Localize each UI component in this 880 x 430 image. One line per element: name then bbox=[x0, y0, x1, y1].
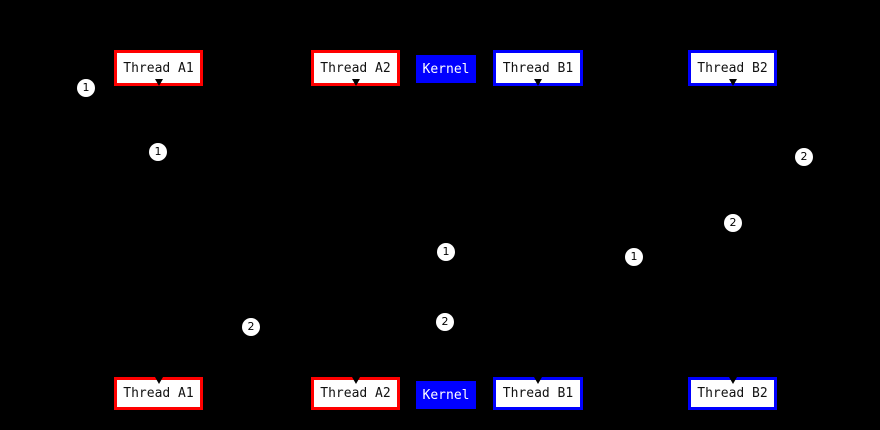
participant-thread-b2-bottom: Thread B2 bbox=[688, 377, 777, 410]
participant-thread-b1-top: Thread B1 bbox=[493, 50, 583, 86]
lifeline-notch-icon bbox=[351, 377, 360, 384]
lifeline-notch-icon bbox=[728, 377, 737, 384]
participant-label: Thread B2 bbox=[697, 386, 768, 401]
step-badge-1: 1 bbox=[149, 143, 167, 161]
participant-thread-b2-top: Thread B2 bbox=[688, 50, 777, 86]
participant-label: Thread B2 bbox=[697, 60, 768, 76]
step-badge-2: 2 bbox=[242, 318, 260, 336]
participant-thread-a2-bottom: Thread A2 bbox=[311, 377, 400, 410]
step-badge-1: 1 bbox=[625, 248, 643, 266]
lifeline-notch-icon bbox=[534, 377, 542, 384]
participant-thread-a1-bottom: Thread A1 bbox=[114, 377, 203, 410]
participant-kernel-bottom: Kernel bbox=[416, 381, 476, 409]
step-badge-1: 1 bbox=[77, 79, 95, 97]
participant-label: Kernel bbox=[422, 61, 470, 77]
step-badge-2: 2 bbox=[795, 148, 813, 166]
participant-label: Thread B1 bbox=[502, 386, 574, 401]
participant-label: Thread A1 bbox=[123, 386, 194, 401]
participant-thread-a1-top: Thread A1 bbox=[114, 50, 203, 86]
participant-label: Thread A2 bbox=[320, 386, 391, 401]
participant-label: Kernel bbox=[422, 387, 470, 403]
participant-thread-a2-top: Thread A2 bbox=[311, 50, 400, 86]
lifeline-notch-icon bbox=[154, 377, 163, 384]
step-badge-2: 2 bbox=[724, 214, 742, 232]
participant-kernel-top: Kernel bbox=[416, 55, 476, 83]
lifeline-notch-icon bbox=[351, 79, 360, 86]
lifeline-notch-icon bbox=[728, 79, 737, 86]
lifeline-notch-icon bbox=[154, 79, 163, 86]
step-badge-2: 2 bbox=[436, 313, 454, 331]
participant-label: Thread A1 bbox=[123, 60, 194, 76]
participant-thread-b1-bottom: Thread B1 bbox=[493, 377, 583, 410]
participant-label: Thread A2 bbox=[320, 60, 391, 76]
lifeline-notch-icon bbox=[534, 79, 542, 86]
step-badge-1: 1 bbox=[437, 243, 455, 261]
participant-label: Thread B1 bbox=[502, 60, 574, 76]
